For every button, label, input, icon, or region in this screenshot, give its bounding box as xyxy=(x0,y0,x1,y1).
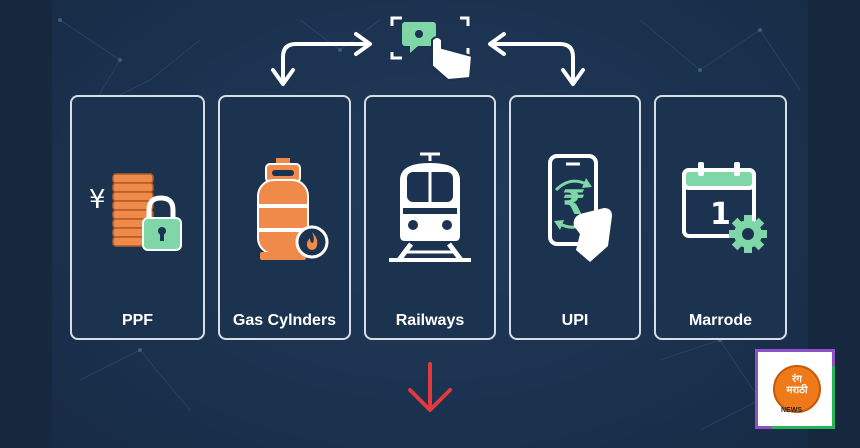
card-label-upi: UPI xyxy=(561,312,589,329)
coins-lock-icon: ¥ xyxy=(72,147,203,267)
card-label-marrode: Marrode xyxy=(688,312,753,329)
card-gas-cylinders[interactable]: Gas Cylnders xyxy=(218,95,351,340)
left-sidebar-band xyxy=(0,0,52,448)
card-railways[interactable]: Railways xyxy=(364,95,496,340)
phone-rupee-icon: ₹ xyxy=(511,147,639,267)
calendar-gear-icon: 1 xyxy=(656,147,785,267)
card-label-railways: Railways xyxy=(395,312,465,329)
card-marrode[interactable]: 1 Marrode xyxy=(654,95,787,340)
calendar-day-number: 1 xyxy=(710,197,731,232)
gas-cylinder-icon xyxy=(220,147,349,267)
card-label-gas-cylinders: Gas Cylnders xyxy=(232,312,337,329)
logo-accent-border xyxy=(772,366,835,429)
logo-line-1: रंग xyxy=(792,374,802,385)
card-label-ppf: PPF xyxy=(121,312,154,329)
card-upi[interactable]: ₹ UPI xyxy=(509,95,641,340)
logo-circle: रंग मराठी xyxy=(773,365,821,413)
card-ppf[interactable]: ¥ PPF xyxy=(70,95,205,340)
yen-symbol: ¥ xyxy=(89,185,106,215)
rupee-symbol: ₹ xyxy=(562,183,586,223)
train-icon xyxy=(366,147,494,267)
rang-marathi-news-logo: रंग मराठी NEWS xyxy=(755,349,835,429)
logo-news-tag: NEWS xyxy=(781,407,802,414)
logo-line-2: मराठी xyxy=(786,385,808,396)
